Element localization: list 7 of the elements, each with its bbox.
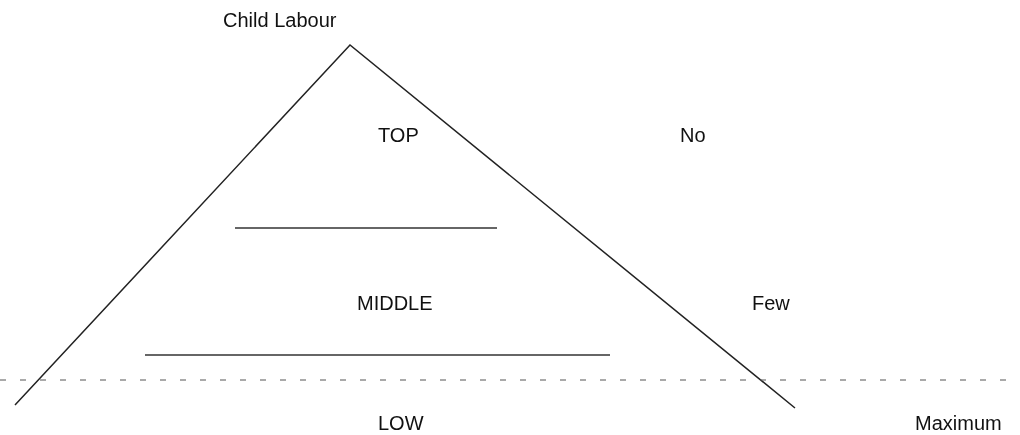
extent-label: Few [752,291,790,315]
level-label: LOW [378,411,424,435]
level-label: MIDDLE [357,291,433,315]
extent-label: No [680,123,706,147]
extent-label: Maximum [915,411,1002,435]
diagram-title: Child Labour [223,8,337,32]
level-label: TOP [378,123,419,147]
